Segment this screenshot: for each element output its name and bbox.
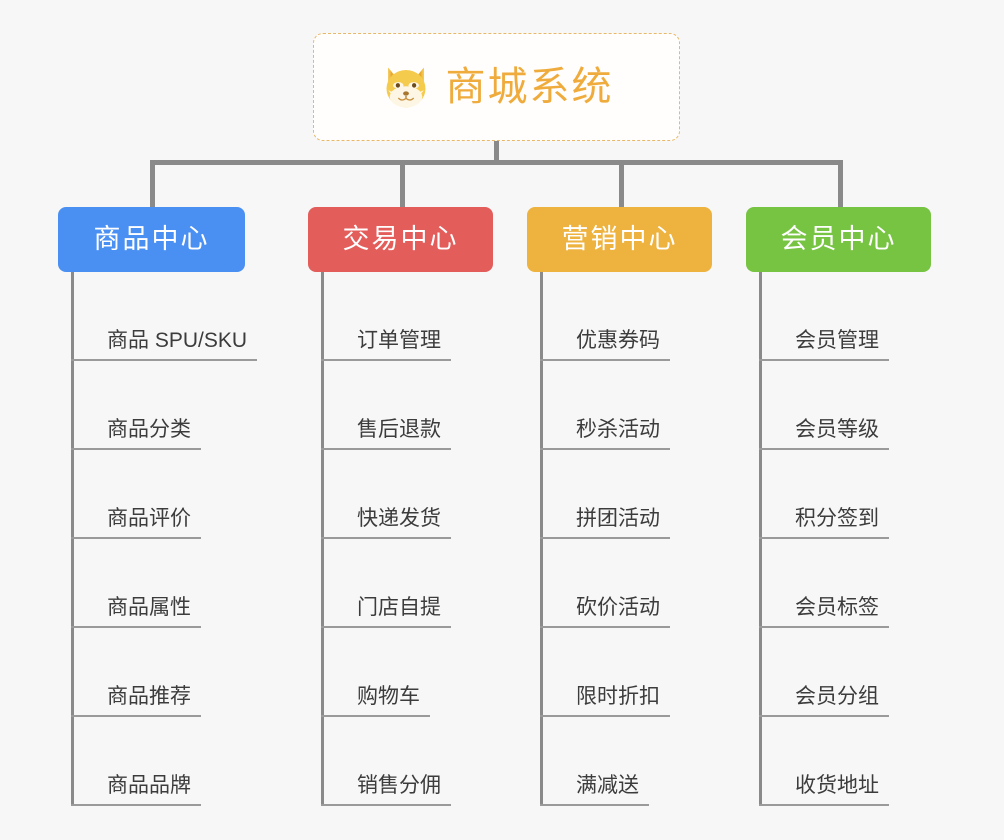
leaf-item-label: 限时折扣 [540, 686, 670, 717]
leaf-item-label: 商品分类 [71, 419, 201, 450]
leaf-spine [759, 272, 762, 806]
leaf-item-label: 售后退款 [321, 419, 451, 450]
leaf-item-label: 积分签到 [759, 508, 889, 539]
category-label: 营销中心 [561, 224, 678, 254]
connector-horizontal-bus [150, 160, 838, 165]
category-label: 会员中心 [780, 224, 897, 254]
leaf-item-label: 收货地址 [759, 775, 889, 806]
leaf-item[interactable]: 订单管理 [321, 272, 551, 361]
leaf-item[interactable]: 商品评价 [71, 450, 301, 539]
leaf-item-label: 会员标签 [759, 597, 889, 628]
leaf-item[interactable]: 砍价活动 [540, 539, 770, 628]
shiba-dog-face-icon [380, 61, 432, 113]
category-box-2[interactable]: 交易中心 [308, 207, 493, 272]
leaf-item[interactable]: 拼团活动 [540, 450, 770, 539]
leaf-item[interactable]: 秒杀活动 [540, 361, 770, 450]
leaf-item[interactable]: 销售分佣 [321, 717, 551, 806]
root-title: 商城系统 [445, 65, 614, 109]
leaf-item[interactable]: 购物车 [321, 628, 551, 717]
leaf-item[interactable]: 商品分类 [71, 361, 301, 450]
leaf-item-label: 商品 SPU/SKU [71, 330, 258, 361]
leaf-item[interactable]: 会员管理 [759, 272, 989, 361]
leaf-item-label: 砍价活动 [540, 597, 670, 628]
leaf-column-1: 商品 SPU/SKU 商品分类商品评价商品属性商品推荐商品品牌 [71, 272, 301, 806]
leaf-spine [321, 272, 324, 806]
leaf-item-label: 销售分佣 [321, 775, 451, 806]
leaf-item-label: 会员管理 [759, 330, 889, 361]
leaf-item[interactable]: 积分签到 [759, 450, 989, 539]
leaf-item[interactable]: 商品属性 [71, 539, 301, 628]
leaf-column-2: 订单管理售后退款快递发货门店自提购物车销售分佣 [321, 272, 551, 806]
leaf-item[interactable]: 门店自提 [321, 539, 551, 628]
leaf-item[interactable]: 会员标签 [759, 539, 989, 628]
leaf-item[interactable]: 会员分组 [759, 628, 989, 717]
category-box-1[interactable]: 商品中心 [58, 207, 245, 272]
leaf-item[interactable]: 会员等级 [759, 361, 989, 450]
leaf-column-4: 会员管理会员等级积分签到会员标签会员分组收货地址 [759, 272, 989, 806]
leaf-item-label: 商品推荐 [71, 686, 201, 717]
category-box-3[interactable]: 营销中心 [527, 207, 712, 272]
leaf-item-label: 购物车 [321, 686, 430, 717]
leaf-item-label: 订单管理 [321, 330, 451, 361]
leaf-item-label: 满减送 [540, 775, 649, 806]
connector-branch-stem-1 [150, 160, 155, 207]
leaf-item-label: 会员等级 [759, 419, 889, 450]
connector-root-stem [494, 141, 499, 162]
leaf-item[interactable]: 优惠券码 [540, 272, 770, 361]
leaf-item[interactable]: 商品推荐 [71, 628, 301, 717]
leaf-item-label: 会员分组 [759, 686, 889, 717]
leaf-item[interactable]: 满减送 [540, 717, 770, 806]
connector-branch-stem-4 [838, 160, 843, 207]
leaf-item-label: 商品评价 [71, 508, 201, 539]
leaf-item-label: 快递发货 [321, 508, 451, 539]
leaf-item[interactable]: 收货地址 [759, 717, 989, 806]
category-label: 商品中心 [93, 224, 210, 254]
category-label: 交易中心 [342, 224, 459, 254]
connector-branch-stem-2 [400, 160, 405, 207]
leaf-item[interactable]: 商品品牌 [71, 717, 301, 806]
connector-branch-stem-3 [619, 160, 624, 207]
leaf-item[interactable]: 快递发货 [321, 450, 551, 539]
leaf-item[interactable]: 商品 SPU/SKU [71, 272, 301, 361]
leaf-item[interactable]: 限时折扣 [540, 628, 770, 717]
leaf-item-label: 拼团活动 [540, 508, 670, 539]
leaf-item-label: 门店自提 [321, 597, 451, 628]
leaf-column-3: 优惠券码秒杀活动拼团活动砍价活动限时折扣满减送 [540, 272, 770, 806]
leaf-item-label: 商品品牌 [71, 775, 201, 806]
leaf-item[interactable]: 售后退款 [321, 361, 551, 450]
leaf-item-label: 秒杀活动 [540, 419, 670, 450]
leaf-spine [71, 272, 74, 806]
root-node[interactable]: 商城系统 [313, 33, 680, 141]
leaf-item-label: 商品属性 [71, 597, 201, 628]
leaf-spine [540, 272, 543, 806]
leaf-item-label: 优惠券码 [540, 330, 670, 361]
category-box-4[interactable]: 会员中心 [746, 207, 931, 272]
